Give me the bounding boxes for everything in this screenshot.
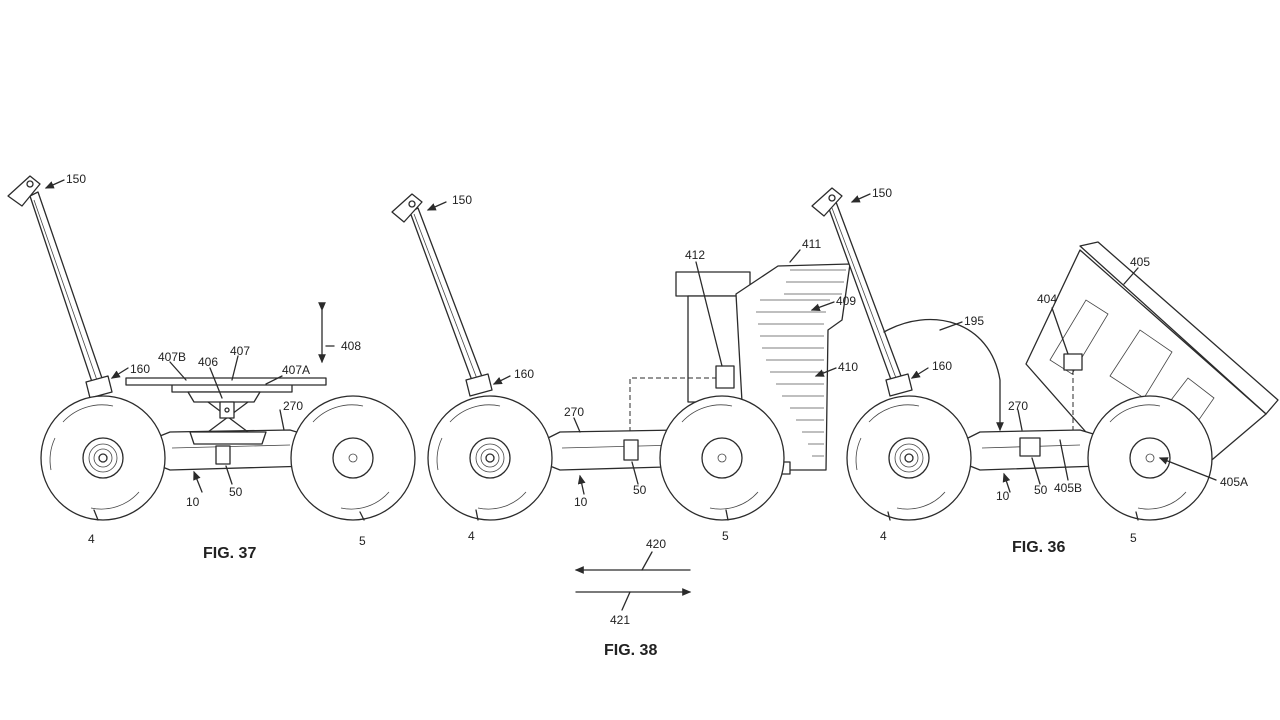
rear-wheel	[1087, 395, 1213, 521]
ref-label: 50	[1034, 483, 1048, 497]
dump-bed	[1025, 241, 1279, 471]
ref-label: 5	[359, 534, 366, 548]
ref-label: 195	[964, 314, 984, 328]
figure-38: 150 160 270 10 50 412 411 409 410 4 5 42…	[391, 193, 858, 659]
ref-label: 150	[452, 193, 472, 207]
ref-label: 50	[633, 483, 647, 497]
rear-wheel	[290, 395, 416, 521]
ref-label: 10	[996, 489, 1010, 503]
ref-label: 160	[130, 362, 150, 376]
ref-label: 412	[685, 248, 705, 262]
rotation-arc	[883, 319, 1004, 432]
figure-caption: FIG. 37	[203, 545, 256, 562]
ref-label: 410	[838, 360, 858, 374]
ref-label: 406	[198, 355, 218, 369]
control-module	[623, 439, 639, 461]
front-wheel	[846, 395, 972, 521]
ref-label: 50	[229, 485, 243, 499]
control-module	[1019, 437, 1041, 457]
ref-label: 408	[341, 339, 361, 353]
ref-label: 10	[574, 495, 588, 509]
handle-pole	[391, 193, 493, 397]
ref-label: 405	[1130, 255, 1150, 269]
ref-label: 270	[283, 399, 303, 413]
ref-label: 421	[610, 613, 630, 627]
ref-label: 160	[932, 359, 952, 373]
ref-label: 5	[1130, 531, 1137, 545]
ref-label: 10	[186, 495, 200, 509]
ref-label: 405B	[1054, 481, 1082, 495]
ref-label: 270	[564, 405, 584, 419]
ref-label: 4	[88, 532, 95, 546]
ref-label: 409	[836, 294, 856, 308]
handle-pole	[7, 175, 113, 399]
rear-wheel	[659, 395, 785, 521]
front-wheel	[40, 395, 166, 521]
platform-plate	[125, 377, 327, 386]
sensor-box	[1063, 353, 1083, 371]
figure-caption: FIG. 38	[604, 642, 657, 659]
handle-pole	[811, 187, 913, 397]
ref-label: 150	[872, 186, 892, 200]
ref-label: 407A	[282, 363, 310, 377]
ref-label: 407B	[158, 350, 186, 364]
ref-label: 405A	[1220, 475, 1248, 489]
ref-label: 407	[230, 344, 250, 358]
control-module	[215, 445, 231, 465]
ref-label: 404	[1037, 292, 1057, 306]
ref-label: 4	[880, 529, 887, 543]
ref-label: 150	[66, 172, 86, 186]
figure-37: 150 160 407B 406 407 407A 408 270 10 50 …	[7, 172, 416, 562]
ref-label: 420	[646, 537, 666, 551]
front-wheel	[427, 395, 553, 521]
figure-caption: FIG. 36	[1012, 539, 1065, 556]
ref-label: 5	[722, 529, 729, 543]
ref-label: 4	[468, 529, 475, 543]
ref-label: 160	[514, 367, 534, 381]
lift-mechanism	[171, 383, 293, 445]
figure-36: 150 160 195 270 10 50 404 405 405B 405A …	[811, 186, 1279, 556]
ref-label: 270	[1008, 399, 1028, 413]
ref-label: 411	[802, 237, 821, 251]
sensor-box	[715, 365, 735, 389]
